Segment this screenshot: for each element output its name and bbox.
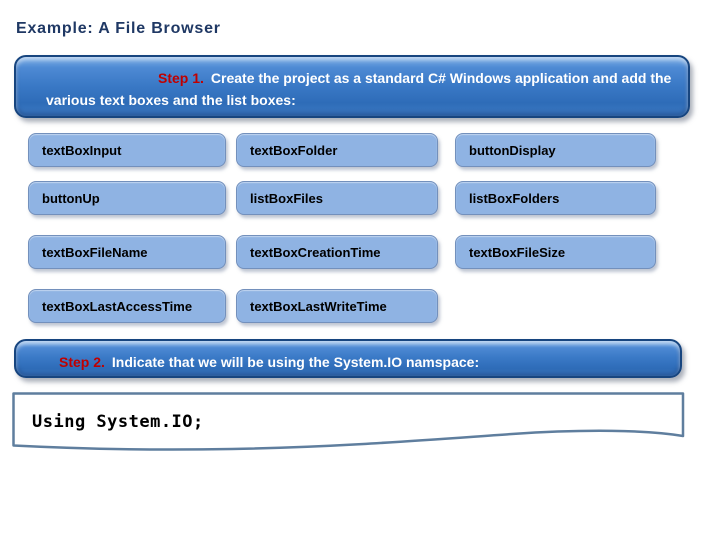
grid-box-textBoxFileName: textBoxFileName: [28, 235, 226, 269]
grid-box-textBoxLastWriteTime: textBoxLastWriteTime: [236, 289, 438, 323]
step1-line1: Step 1. Create the project as a standard …: [46, 67, 672, 89]
grid-box-textBoxFolder: textBoxFolder: [236, 133, 438, 167]
grid-box-textBoxCreationTime: textBoxCreationTime: [236, 235, 438, 269]
step1-callout: Step 1. Create the project as a standard …: [14, 55, 690, 118]
step2-callout: Step 2. Indicate that we will be using th…: [14, 339, 682, 378]
grid-box-textBoxInput: textBoxInput: [28, 133, 226, 167]
code-text: Using System.IO;: [32, 412, 204, 432]
code-document-shape: [12, 392, 685, 451]
step1-label: Step 1.: [158, 70, 204, 86]
step1-text1: Create the project as a standard C# Wind…: [210, 70, 672, 86]
grid-box-listBoxFiles: listBoxFiles: [236, 181, 438, 215]
step1-line2: various text boxes and the list boxes:: [46, 92, 296, 108]
step2-text: Indicate that we will be using the Syste…: [111, 354, 480, 370]
grid-box-buttonUp: buttonUp: [28, 181, 226, 215]
grid-box-textBoxFileSize: textBoxFileSize: [455, 235, 656, 269]
step2-label: Step 2.: [59, 354, 105, 370]
page-title: Example: A File Browser: [16, 20, 221, 37]
grid-box-buttonDisplay: buttonDisplay: [455, 133, 656, 167]
grid-box-listBoxFolders: listBoxFolders: [455, 181, 656, 215]
step2-line: Step 2. Indicate that we will be using th…: [46, 351, 662, 373]
grid-box-textBoxLastAccessTime: textBoxLastAccessTime: [28, 289, 226, 323]
